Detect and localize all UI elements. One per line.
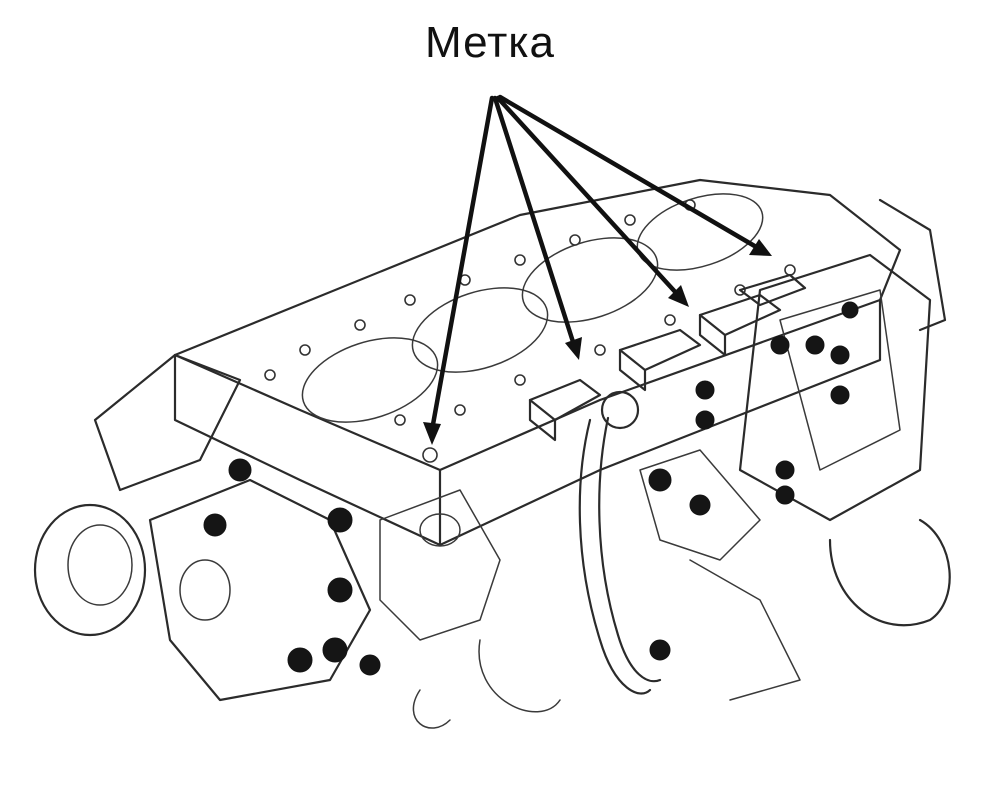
timing-belt xyxy=(578,390,662,695)
camshaft-bearing-caps xyxy=(528,273,807,442)
mark-arrow-2 xyxy=(492,95,577,348)
mark-arrows xyxy=(423,94,772,445)
front-cover xyxy=(33,353,561,729)
mark-arrow-1 xyxy=(429,95,495,433)
mark-arrow-3 xyxy=(495,95,681,298)
mark-arrow-3-head xyxy=(668,285,689,307)
mark-arrow-4-head xyxy=(749,239,772,256)
mark-arrow-2-head xyxy=(565,337,582,360)
rear-housing xyxy=(639,198,951,701)
mark-callout-label: Метка xyxy=(425,18,555,67)
mark-arrow-4 xyxy=(497,94,761,251)
bolts xyxy=(203,301,859,676)
cylinder-block xyxy=(173,178,902,547)
mark-arrow-1-head xyxy=(423,422,441,445)
